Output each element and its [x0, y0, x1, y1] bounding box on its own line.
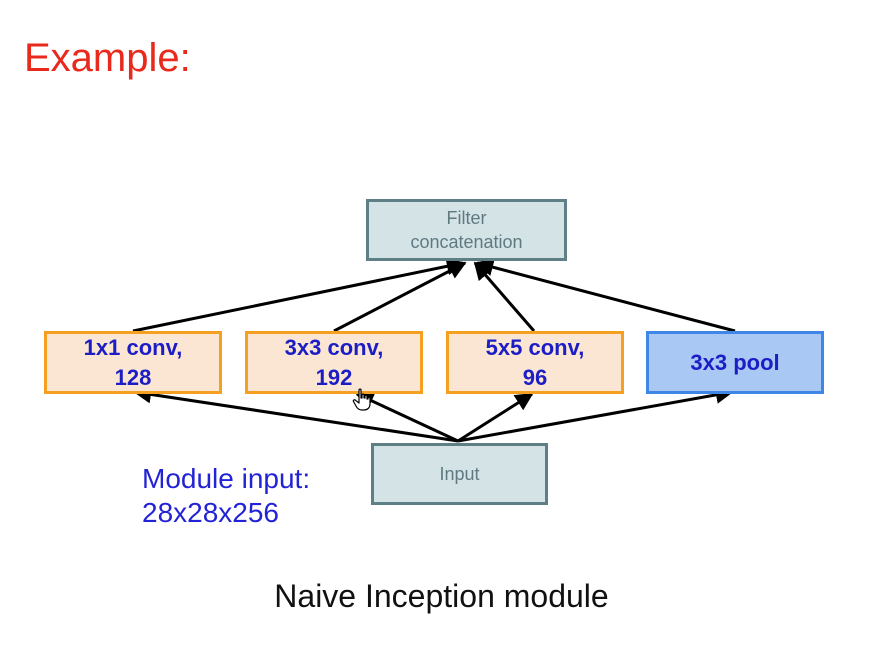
hand-cursor-icon	[352, 388, 371, 411]
conv3x3-filters: 192	[315, 364, 353, 390]
arrow-input-to-conv1	[133, 385, 459, 443]
pool3x3-label: 3x3 pool	[690, 349, 780, 375]
filter-concatenation-box: Filter concatenation	[366, 199, 567, 261]
arrow-conv3-to-concat	[333, 261, 467, 333]
pool3x3-box: 3x3 pool	[646, 331, 824, 394]
conv3x3-label: 3x3 conv,	[284, 334, 384, 360]
input-box: Input	[371, 443, 548, 505]
conv1x1-filters: 128	[114, 364, 152, 390]
module-input-dimensions: 28x28x256	[142, 497, 280, 528]
slide-title: Example:	[24, 36, 191, 80]
arrow-input-to-conv5	[457, 392, 534, 443]
conv3x3-box: 3x3 conv, 192	[245, 331, 423, 394]
arrow-pool-to-concat	[475, 258, 736, 333]
module-input-line1: Module input:	[142, 463, 311, 494]
diagram-caption: Naive Inception module	[274, 578, 609, 614]
arrow-input-to-pool	[457, 385, 734, 443]
conv5x5-box: 5x5 conv, 96	[446, 331, 624, 394]
filter-concat-line2: concatenation	[410, 232, 523, 252]
conv5x5-filters: 96	[522, 364, 548, 390]
conv5x5-label: 5x5 conv,	[485, 334, 585, 360]
module-input-label: Module input: 28x28x256	[142, 462, 310, 530]
arrow-input-to-conv3	[355, 392, 459, 443]
filter-concat-line1: Filter	[446, 208, 487, 228]
arrow-conv5-to-concat	[473, 261, 536, 332]
arrow-conv1-to-concat	[132, 257, 465, 333]
conv1x1-label: 1x1 conv,	[83, 334, 183, 360]
conv1x1-box: 1x1 conv, 128	[44, 331, 222, 394]
input-label: Input	[439, 464, 480, 484]
